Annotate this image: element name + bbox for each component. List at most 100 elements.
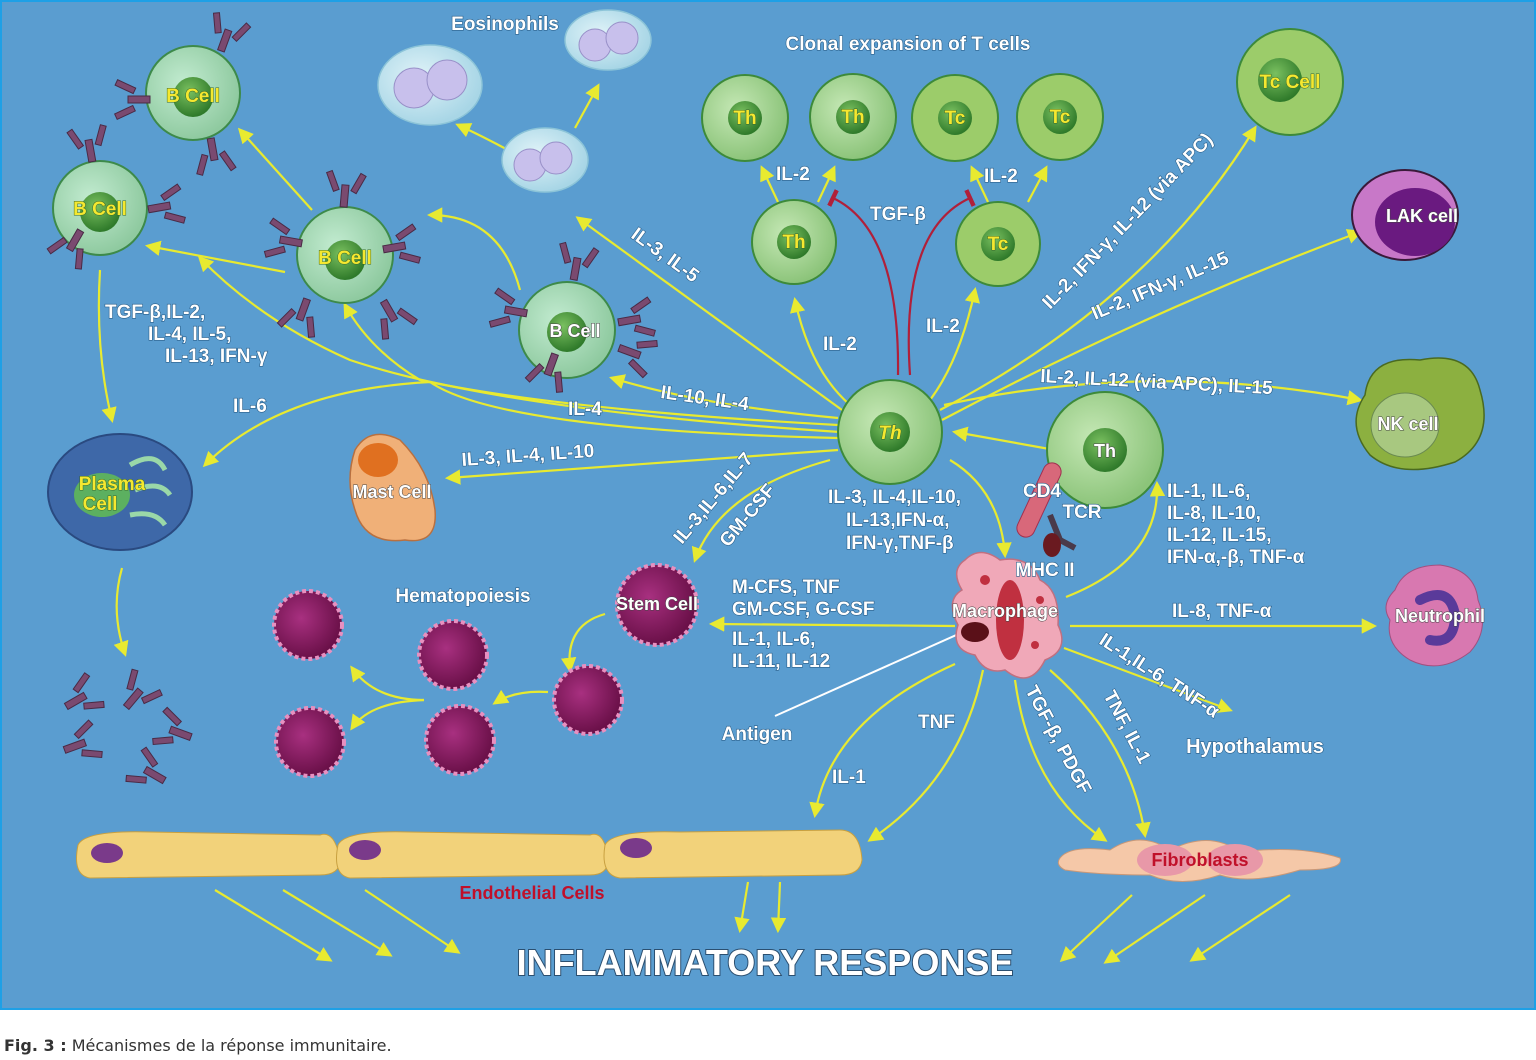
- eosinophil-3: [501, 127, 589, 193]
- antibody-icon: [524, 352, 564, 393]
- antibody-icon: [125, 746, 167, 785]
- tc-clonal-1: Tc: [911, 74, 999, 162]
- plasma-cell-label-2: Cell: [83, 494, 118, 515]
- arrow-th-to-eosinophil: [575, 216, 843, 411]
- hematopoiesis-title: Hematopoiesis: [395, 586, 530, 607]
- arrow-th-to-macrophage: [949, 459, 1012, 559]
- arrow-endo-to-infl-5: [770, 881, 787, 934]
- antibody-icon: [263, 217, 303, 258]
- b-cell-1-label: B Cell: [166, 86, 220, 107]
- th-clonal-2-label: Th: [841, 107, 864, 128]
- b-cell-2-label: B Cell: [73, 199, 127, 220]
- cytokine-label-line: GM-CSF, G-CSF: [732, 599, 875, 620]
- b-cell-4-label: B Cell: [549, 321, 600, 341]
- tc-parent: Tc: [955, 201, 1041, 287]
- arrow-eos-to-eos2: [455, 123, 509, 151]
- cytokine-label-line: IFN-γ,TNF-β: [846, 533, 954, 554]
- arrow-bcell2-to-plasma: [97, 269, 117, 423]
- label-macrophage-to-stem: M-CFS, TNF GM-CSF, G-CSF IL-1, IL-6, IL-…: [731, 576, 875, 672]
- arrow-th-to-mast: [444, 448, 839, 485]
- b-cell-4: B Cell: [518, 281, 616, 379]
- tc-cell-label: Tc Cell: [1260, 72, 1321, 93]
- antibody-icon: [379, 298, 418, 340]
- arrow-th-to-bcell2: [197, 255, 841, 434]
- antibody-icons: [46, 12, 658, 785]
- antibody-icon: [559, 241, 600, 281]
- mast-cell-label: Mast Cell: [352, 482, 431, 502]
- label-tgf-pdgf: TGF-β, PDGF: [1021, 682, 1096, 797]
- arrow-bcell3-to-bcell1: [237, 127, 313, 211]
- label-il2-tc: IL-2: [926, 316, 960, 337]
- figure-caption: Fig. 3 : Mécanismes de la réponse immuni…: [4, 1036, 392, 1055]
- mhc-label: MHC II: [1015, 560, 1074, 581]
- arrow-bcell4-to-bcell3: [426, 207, 522, 291]
- cytokine-label-line: IFN-α,-β, TNF-α: [1167, 547, 1305, 568]
- arrow-th-to-tc-right: [929, 286, 980, 401]
- endothelial-cells: [76, 829, 863, 879]
- antigen-line: [774, 631, 964, 717]
- macrophage-label: Macrophage: [952, 601, 1058, 621]
- antibody-icon: [325, 169, 367, 208]
- arrow-bcell3-to-bcell2: [144, 240, 286, 274]
- label-mast-cytokines: IL-3, IL-4, IL-10: [461, 441, 595, 471]
- label-il1-endothelial: IL-1: [832, 767, 866, 788]
- arrow-hub-to-blood-bottom: [350, 698, 425, 731]
- th-clonal-1: Th: [701, 74, 789, 162]
- caption-prefix: Fig. 3 :: [4, 1036, 67, 1055]
- antibody-icon: [66, 124, 107, 163]
- blood-cells: [272, 589, 624, 778]
- label-neutrophil-cytokines: IL-8, TNF-α: [1172, 601, 1272, 622]
- hypothalamus-label: Hypothalamus: [1186, 736, 1324, 758]
- tc-cell: Tc Cell: [1236, 28, 1344, 136]
- arrow-mac-tgf-fibro: [1013, 679, 1108, 842]
- label-tnf-il1-fibro: TNF, IL-1: [1099, 687, 1155, 767]
- blood-cell: [417, 619, 489, 691]
- arrow-th-to-th-left: [790, 296, 851, 406]
- label-tnf-endothelial: TNF: [918, 712, 955, 733]
- tcr-label: TCR: [1062, 502, 1101, 523]
- eosinophils-title: Eosinophils: [451, 14, 559, 35]
- cytokine-label-line: M-CFS, TNF: [732, 577, 840, 598]
- label-il10-il4: IL-10, IL-4: [659, 382, 750, 415]
- lak-cell-label: LAK cell: [1386, 206, 1458, 226]
- antibody-icon: [617, 296, 656, 337]
- label-stem-from-th: IL-3,IL-6,IL-7 GM-CSF: [669, 448, 780, 551]
- th-central-cell: Th: [837, 379, 943, 485]
- cytokine-label-line: IL-3, IL-4,IL-10,: [828, 487, 961, 508]
- arrow-mac-tnf-fibro: [1049, 669, 1151, 839]
- arrow-endo-to-infl-1: [214, 889, 333, 962]
- antibody-icon: [122, 668, 163, 711]
- label-il4: IL-4: [568, 399, 602, 420]
- cytokine-label-line: IL-1, IL-6,: [732, 629, 815, 650]
- plasma-cell-label-1: Plasma: [79, 474, 146, 495]
- arrow-th-to-tc-cell: [939, 125, 1257, 411]
- arrow-stem-to-blood: [560, 612, 606, 674]
- fibroblasts-label: Fibroblasts: [1151, 850, 1248, 870]
- tc-clonal-2: Tc: [1016, 73, 1104, 161]
- macrophage: Macrophage: [951, 551, 1063, 679]
- inhibition-tgf-th: [827, 189, 900, 376]
- arrow-th-clonal-2: [817, 165, 836, 203]
- arrow-th-to-stem: [691, 458, 831, 563]
- label-macrophage-to-th: IL-1, IL-6, IL-8, IL-10, IL-12, IL-15, I…: [1166, 480, 1305, 568]
- antibody-icon: [147, 183, 186, 224]
- eosinophil-1: [377, 44, 483, 126]
- cytokine-label-line: TGF-β,IL-2,: [105, 302, 205, 323]
- arrow-th-to-lak: [941, 229, 1363, 421]
- fibroblasts: Fibroblasts: [1057, 839, 1341, 882]
- arrow-endo-to-infl-3: [364, 889, 461, 954]
- blood-cell: [274, 706, 346, 778]
- arrows: [97, 83, 1378, 964]
- arrow-blood-to-blood-a: [492, 689, 549, 705]
- b-cell-1: B Cell: [145, 45, 241, 141]
- antibody-icon: [617, 339, 658, 379]
- antibody-icon: [113, 79, 151, 121]
- cd4-receptor: [1016, 462, 1062, 538]
- cytokine-label-line: IL-4, IL-5,: [148, 324, 231, 345]
- caption-text: Mécanismes de la réponse immunitaire.: [71, 1036, 392, 1055]
- th-apc-label: Th: [1094, 441, 1116, 461]
- arrow-th-to-bcell3: [343, 302, 839, 427]
- plasma-cell: Plasma Cell: [47, 433, 193, 551]
- antibody-icon: [63, 672, 105, 711]
- label-b-cell-differentiation: TGF-β,IL-2, IL-4, IL-5, IL-13, IFN-γ: [104, 301, 268, 367]
